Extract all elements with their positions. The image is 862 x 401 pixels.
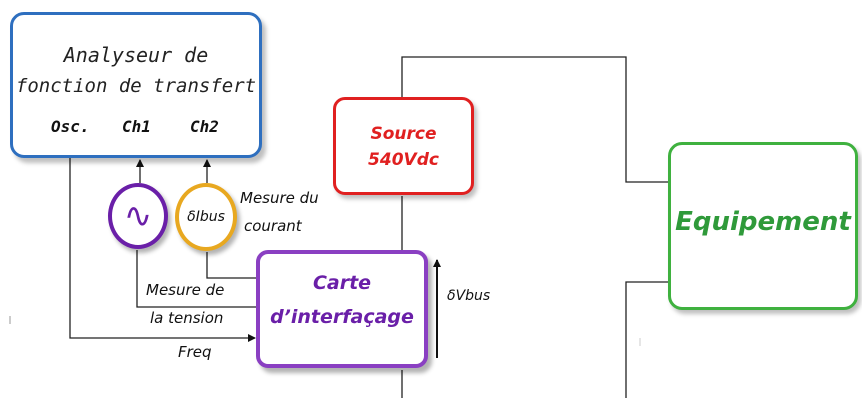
equipment-box: Equipement [668,142,858,310]
interface-label-line2: d’interfaçage [270,306,414,328]
analyzer-title-line2: fonction de transfert [15,75,257,97]
current-sensor: δIbus [175,183,237,251]
source-label-line2: 540Vdc [368,150,439,170]
vbus-label: δVbus [447,288,491,304]
voltage-measure-label-line1: Mesure de [146,281,225,299]
voltage-measure-wire [136,250,256,308]
voltage-measure-label-line2: la tension [150,309,224,327]
freq-wire [69,158,256,342]
source-box: Source 540Vdc [333,97,474,195]
current-measure-wire [206,252,256,279]
source-label-line1: Source [370,124,437,144]
sine-wave-icon: ∿ [123,196,153,236]
voltage-sensor: ∿ [108,183,168,249]
current-measure-label-line1: Mesure du [240,189,319,207]
port-osc-label: Osc. [51,117,90,136]
analyzer-box: Analyseur de fonction de transfert Osc. … [10,12,262,158]
interface-label-line1: Carte [312,272,372,294]
freq-label: Freq [178,343,212,361]
equipment-label: Equipement [675,207,851,237]
port-ch2-label: Ch2 [190,117,219,136]
interface-board-box: Carte d’interfaçage [256,250,428,368]
current-sensor-label: δIbus [187,209,225,225]
current-measure-label-line2: courant [244,217,302,235]
analyzer-title-line1: Analyseur de [63,43,209,67]
port-ch1-label: Ch1 [122,117,151,136]
bus-bottom-wire [625,281,668,398]
bus-top-wire [401,56,668,183]
